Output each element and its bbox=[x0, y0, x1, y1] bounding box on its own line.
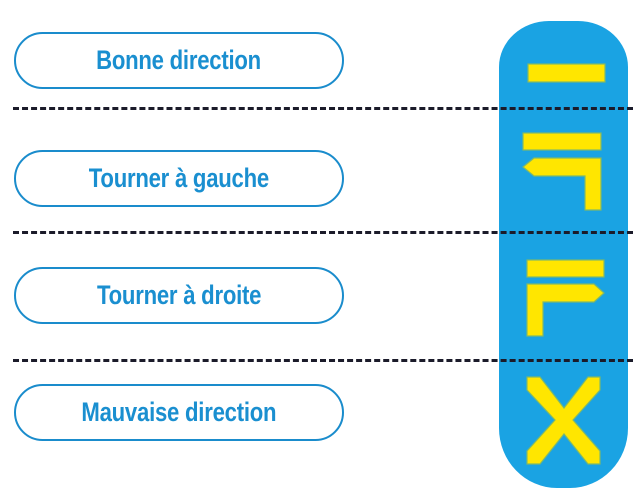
straight-bar-icon bbox=[527, 63, 606, 83]
label-text: Tourner à droite bbox=[96, 280, 262, 310]
label-text: Mauvaise direction bbox=[81, 397, 277, 427]
label-text: Bonne direction bbox=[96, 45, 262, 75]
label-tourner-droite: Tourner à droite bbox=[14, 267, 344, 324]
label-mauvaise-direction: Mauvaise direction bbox=[14, 384, 344, 441]
divider-line bbox=[13, 359, 633, 362]
turn-left-icon bbox=[522, 132, 602, 211]
label-bonne-direction: Bonne direction bbox=[14, 32, 344, 89]
divider-line bbox=[13, 107, 633, 110]
label-tourner-gauche: Tourner à gauche bbox=[14, 150, 344, 207]
label-text: Tourner à gauche bbox=[88, 163, 270, 193]
turn-right-icon bbox=[526, 259, 605, 337]
cross-icon bbox=[526, 376, 601, 465]
divider-line bbox=[13, 231, 633, 234]
